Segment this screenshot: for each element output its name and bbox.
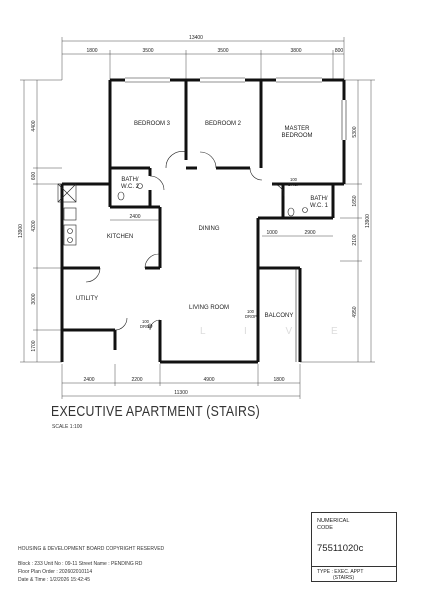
unit-type-line1: TYPE : EXEC. APPT (317, 569, 364, 575)
label-living-room: LIVING ROOM (189, 305, 229, 311)
dim-right-2: 1650 (352, 195, 358, 206)
unit-type: TYPE : EXEC. APPT (STAIRS) (317, 569, 363, 581)
doors-and-fixtures (63, 151, 308, 362)
stair-shaft (57, 183, 77, 203)
room-labels: BEDROOM 3 BEDROOM 2 MASTER BEDROOM BATH/… (76, 121, 329, 319)
drop3-line1: 100 (142, 319, 150, 324)
dim-bottom-4: 1800 (273, 377, 284, 383)
dim-right-4: 4950 (352, 306, 358, 317)
dim-bottom-1: 2400 (83, 377, 94, 383)
dim-top-1: 1800 (86, 48, 97, 54)
footer-copyright: HOUSING & DEVELOPMENT BOARD COPYRIGHT RE… (18, 546, 165, 552)
right-dimensions: 5300 1650 2100 4950 13900 (300, 79, 375, 363)
label-kitchen: KITCHEN (107, 234, 133, 240)
label-master-bedroom-1: MASTER (284, 126, 310, 132)
inner-dimensions: 2400 1000 2900 (110, 214, 333, 237)
dim-bottom-total: 11300 (174, 390, 188, 396)
dim-top-total: 13400 (189, 35, 203, 41)
walls (57, 77, 347, 364)
dim-top-4: 3800 (290, 48, 301, 54)
numerical-code-box: NUMERICAL CODE 75511020c TYPE : EXEC. AP… (311, 512, 397, 582)
dim-left-5: 1700 (31, 340, 37, 351)
toilet-bath1 (287, 207, 295, 217)
dim-left-1: 4400 (31, 120, 37, 131)
label-master-bedroom-2: BEDROOM (281, 133, 312, 139)
drop1-line2: DROP (288, 182, 300, 187)
dim-kitchen: 2400 (129, 214, 140, 220)
drop2-line1: 100 (247, 309, 255, 314)
label-bath2-2: W.C. 2 (121, 184, 140, 190)
dim-left-4: 3000 (31, 293, 37, 304)
drop1-line1: 100 (290, 177, 298, 182)
dim-bath1-b: 2900 (304, 230, 315, 236)
dim-left-3: 4200 (31, 220, 37, 231)
plan-title: EXECUTIVE APARTMENT (STAIRS) (51, 403, 260, 420)
label-dining: DINING (199, 226, 220, 232)
drop-annotations: 100 DROP 100 DROP 100 DROP (140, 177, 300, 329)
dim-bottom-2: 2200 (131, 377, 142, 383)
dim-top-3: 3500 (217, 48, 228, 54)
dim-bottom-3: 4900 (203, 377, 214, 383)
numerical-code-value: 75511020c (317, 543, 364, 554)
label-bath1-1: BATH/ (310, 196, 328, 202)
label-balcony: BALCONY (265, 313, 294, 319)
bottom-dimensions: 2400 2200 4900 1800 11300 (61, 364, 301, 399)
toilet-bath2 (117, 191, 125, 201)
footer-block-line: Block : 233 Unit No : 09-11 Street Name … (18, 561, 143, 567)
label-bath1-2: W.C. 1 (310, 203, 329, 209)
plan-scale: SCALE 1:100 (52, 424, 83, 430)
dim-right-total: 13900 (365, 214, 371, 228)
watermark-text: L I V E (200, 326, 356, 337)
kitchen-sink (63, 207, 77, 221)
label-bedroom-3: BEDROOM 3 (134, 121, 171, 127)
label-bedroom-2: BEDROOM 2 (205, 121, 242, 127)
drop3-line2: DROP (140, 324, 152, 329)
footer-date-time: Date & Time : 1/2/2026 15:42:45 (18, 577, 90, 583)
kitchen-counter (63, 224, 77, 246)
label-utility: UTILITY (76, 296, 98, 302)
footer-floor-plan-order: Floor Plan Order : 202602010114 (18, 569, 93, 575)
dim-left-2: 600 (31, 172, 37, 181)
dim-right-1: 5300 (352, 126, 358, 137)
dim-right-3: 2100 (352, 234, 358, 245)
dim-left-total: 13900 (18, 224, 24, 238)
left-dimensions: 13900 4400 600 4200 3000 1700 (18, 79, 62, 363)
top-dimensions: 13400 1800 3500 3500 3800 800 (61, 35, 345, 80)
drop2-line2: DROP (245, 314, 257, 319)
numerical-code-label: NUMERICAL CODE (317, 518, 350, 531)
dim-top-2: 3500 (142, 48, 153, 54)
dim-bath1-a: 1000 (266, 230, 277, 236)
label-bath2-1: BATH/ (121, 177, 139, 183)
dim-top-5: 800 (335, 48, 344, 54)
unit-type-line2: (STAIRS) (333, 575, 355, 581)
code-box-divider (312, 566, 396, 567)
